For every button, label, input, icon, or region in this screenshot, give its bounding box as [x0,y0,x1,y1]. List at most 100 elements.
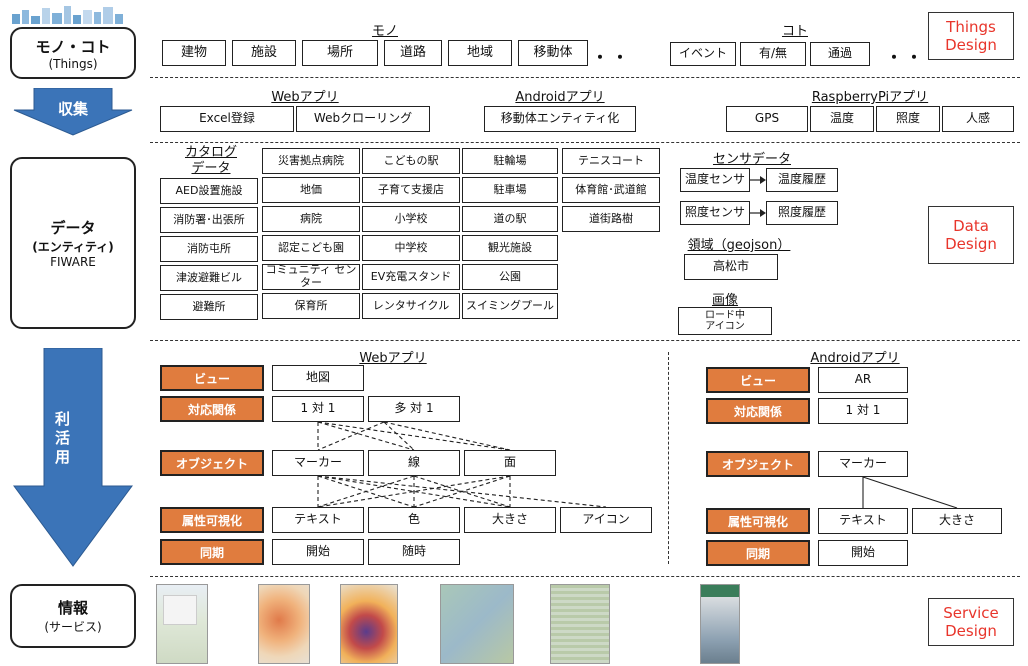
collect-web-item: Webクローリング [296,106,430,132]
service-design-box: Service Design [928,598,1014,646]
city-skyline-logo [12,6,123,24]
catalog-item: コミュニティ センター [262,264,360,290]
info-stage: 情報 (サービス) [10,584,136,648]
info-stage-title: 情報 [57,599,88,617]
object-attribute-link [413,475,511,508]
things-stage-title: モノ・コト [35,37,111,56]
collect-android-item: 移動体エンティティ化 [484,106,636,132]
catalog-item: 公園 [462,264,558,290]
data-stage-sub1: (エンティティ) [32,240,114,254]
catalog-item: テニスコート [562,148,660,174]
relation-object-link [317,421,511,451]
koto-ellipsis: ・・ [886,48,927,67]
service-screenshot [700,584,740,664]
web-view-item: 地図 [272,365,364,391]
collect-label: 収集 [57,100,88,118]
mono-item: 地域 [448,40,512,66]
object-attribute-link [413,475,511,508]
object-attribute-link [317,475,415,508]
catalog-item: 中学校 [362,235,460,261]
mono-ellipsis: ・・ [592,48,633,67]
collect-raspberry-item: 照度 [876,106,940,132]
separator [150,576,1020,577]
sensor-item: 温度センサ [680,168,750,192]
web-object-item: 線 [368,450,460,476]
catalog-item: 避難所 [160,294,258,320]
catalog-title-line1: カタログ [184,145,237,160]
service-screenshot [156,584,208,664]
catalog-item: 道の駅 [462,206,558,232]
android-label-view: ビュー [706,367,810,393]
sensor-item: 照度センサ [680,201,750,225]
sensor-history: 温度履歴 [766,168,838,192]
things-design-box: Things Design [928,12,1014,60]
catalog-item: 消防屯所 [160,236,258,262]
web-attr-item: テキスト [272,507,364,533]
catalog-item: 地価 [262,177,360,203]
koto-item: 通過 [810,42,870,66]
object-attribute-link [317,475,607,508]
web-relation-item: 多 対 1 [368,396,460,422]
relation-object-link [383,421,511,451]
usage-android-title: Androidアプリ [810,351,900,366]
data-stage-sub2: FIWARE [50,255,96,269]
relation-object-link [383,421,415,451]
web-label-object: オブジェクト [160,450,264,476]
collect-web-title: Webアプリ [271,90,339,105]
web-attr-item: 大きさ [464,507,556,533]
data-design-box: Data Design [928,206,1014,264]
mono-title: モノ [371,24,398,39]
collect-raspberry-title: RaspberryPiアプリ [811,90,929,105]
android-relation-item: 1 対 1 [818,398,908,424]
web-attr-item: 色 [368,507,460,533]
object-attribute-link [317,475,415,508]
catalog-item: 保育所 [262,293,360,319]
android-sync-item: 開始 [818,540,908,566]
data-stage-title: データ [50,219,96,237]
koto-title: コト [781,24,808,39]
region-title: 領域（geojson） [687,238,791,253]
sensor-title: センサデータ [712,152,791,167]
image-item: ロード中 アイコン [678,307,772,335]
catalog-item: 道街路樹 [562,206,660,232]
koto-item: イベント [670,42,736,66]
object-attribute-link [317,475,511,508]
web-attr-item: アイコン [560,507,652,533]
sensor-arrows [750,176,766,217]
web-relation-item: 1 対 1 [272,396,364,422]
service-screenshot [550,584,610,664]
separator [150,340,1020,341]
separator [150,77,1020,78]
android-label-sync: 同期 [706,540,810,566]
usage-divider [668,352,669,564]
web-object-item: マーカー [272,450,364,476]
catalog-item: 子育て支援店 [362,177,460,203]
android-label-attr: 属性可視化 [706,508,810,534]
android-attr-item: 大きさ [912,508,1002,534]
info-stage-sub: (サービス) [44,620,102,634]
collect-raspberry-item: 人感 [942,106,1014,132]
collect-android-title: Androidアプリ [515,90,605,105]
koto-item: 有/無 [740,42,806,66]
object-attribute-link [317,475,511,508]
catalog-item: 駐輪場 [462,148,558,174]
relation-object-link [317,421,415,451]
web-label-sync: 同期 [160,539,264,565]
android-label-relation: 対応関係 [706,398,810,424]
web-sync-item: 随時 [368,539,460,565]
catalog-title: カタログ データ [176,145,246,176]
use-label: 利活用 [55,410,71,466]
mono-item: 建物 [162,40,226,66]
mono-item: 場所 [302,40,378,66]
catalog-item: 認定こども園 [262,235,360,261]
catalog-item: 災害拠点病院 [262,148,360,174]
catalog-item: 小学校 [362,206,460,232]
mono-item: 移動体 [518,40,588,66]
catalog-item: 観光施設 [462,235,558,261]
usage-web-title: Webアプリ [359,351,427,366]
catalog-item: 駐車場 [462,177,558,203]
catalog-title-line2: データ [191,160,231,176]
web-label-attr: 属性可視化 [160,507,264,533]
collect-raspberry-item: 温度 [810,106,874,132]
catalog-item: EV充電スタンド [362,264,460,290]
